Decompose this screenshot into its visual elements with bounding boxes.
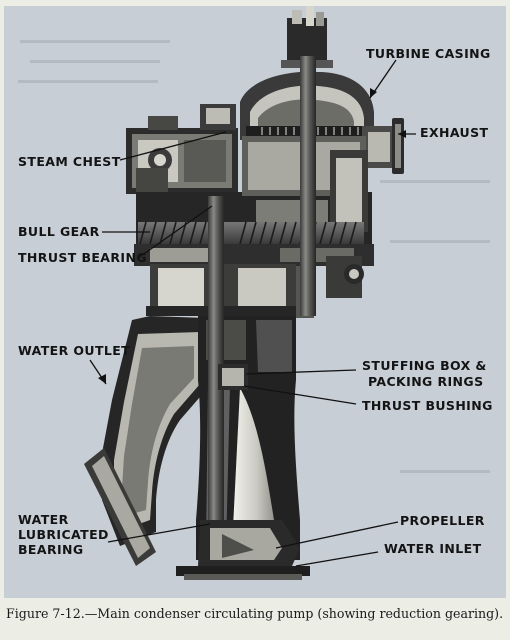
label-steam-chest: STEAM CHEST (18, 154, 121, 169)
bull-gear (138, 221, 364, 245)
arrowhead-turbine-casing (370, 88, 377, 98)
leader-arrowheads (98, 88, 406, 384)
water-outlet-elbow (100, 316, 206, 546)
leader-stuffing-box (245, 369, 357, 375)
leader-thrust-bearing (137, 205, 213, 259)
panel-texture (18, 40, 490, 473)
callout-labels: TURBINE CASING EXHAUST STEAM CHEST BULL … (18, 46, 493, 557)
label-bull-gear: BULL GEAR (18, 224, 100, 239)
label-water-lubricated-line2: LUBRICATED (18, 527, 109, 542)
propeller (198, 520, 300, 566)
leader-water-inlet (295, 551, 379, 567)
arrowhead-water-outlet (98, 374, 106, 384)
label-water-outlet: WATER OUTLET (18, 343, 130, 358)
label-water-lubricated-line3: BEARING (18, 542, 84, 557)
leader-steam-chest (119, 131, 227, 161)
leader-thrust-bushing (243, 385, 357, 405)
water-inlet-bell (176, 566, 310, 580)
leader-propeller (275, 521, 399, 549)
label-propeller: PROPELLER (400, 513, 485, 528)
label-water-lubricated-line1: WATER (18, 512, 69, 527)
label-exhaust: EXHAUST (420, 125, 488, 140)
pump-shaft (208, 56, 316, 576)
leader-water-lubricated (107, 523, 211, 543)
label-thrust-bushing: THRUST BUSHING (362, 398, 493, 413)
arrowhead-exhaust (398, 130, 406, 138)
label-stuffing-box-line1: STUFFING BOX & (362, 358, 487, 373)
exhaust-flange (362, 118, 404, 174)
label-thrust-bearing: THRUST BEARING (18, 250, 147, 265)
label-stuffing-box-line2: PACKING RINGS (368, 374, 483, 389)
label-water-inlet: WATER INLET (384, 541, 482, 556)
figure-caption: Figure 7-12.—Main condenser circulating … (6, 606, 504, 621)
label-turbine-casing: TURBINE CASING (366, 46, 491, 61)
steam-chest (126, 104, 238, 198)
